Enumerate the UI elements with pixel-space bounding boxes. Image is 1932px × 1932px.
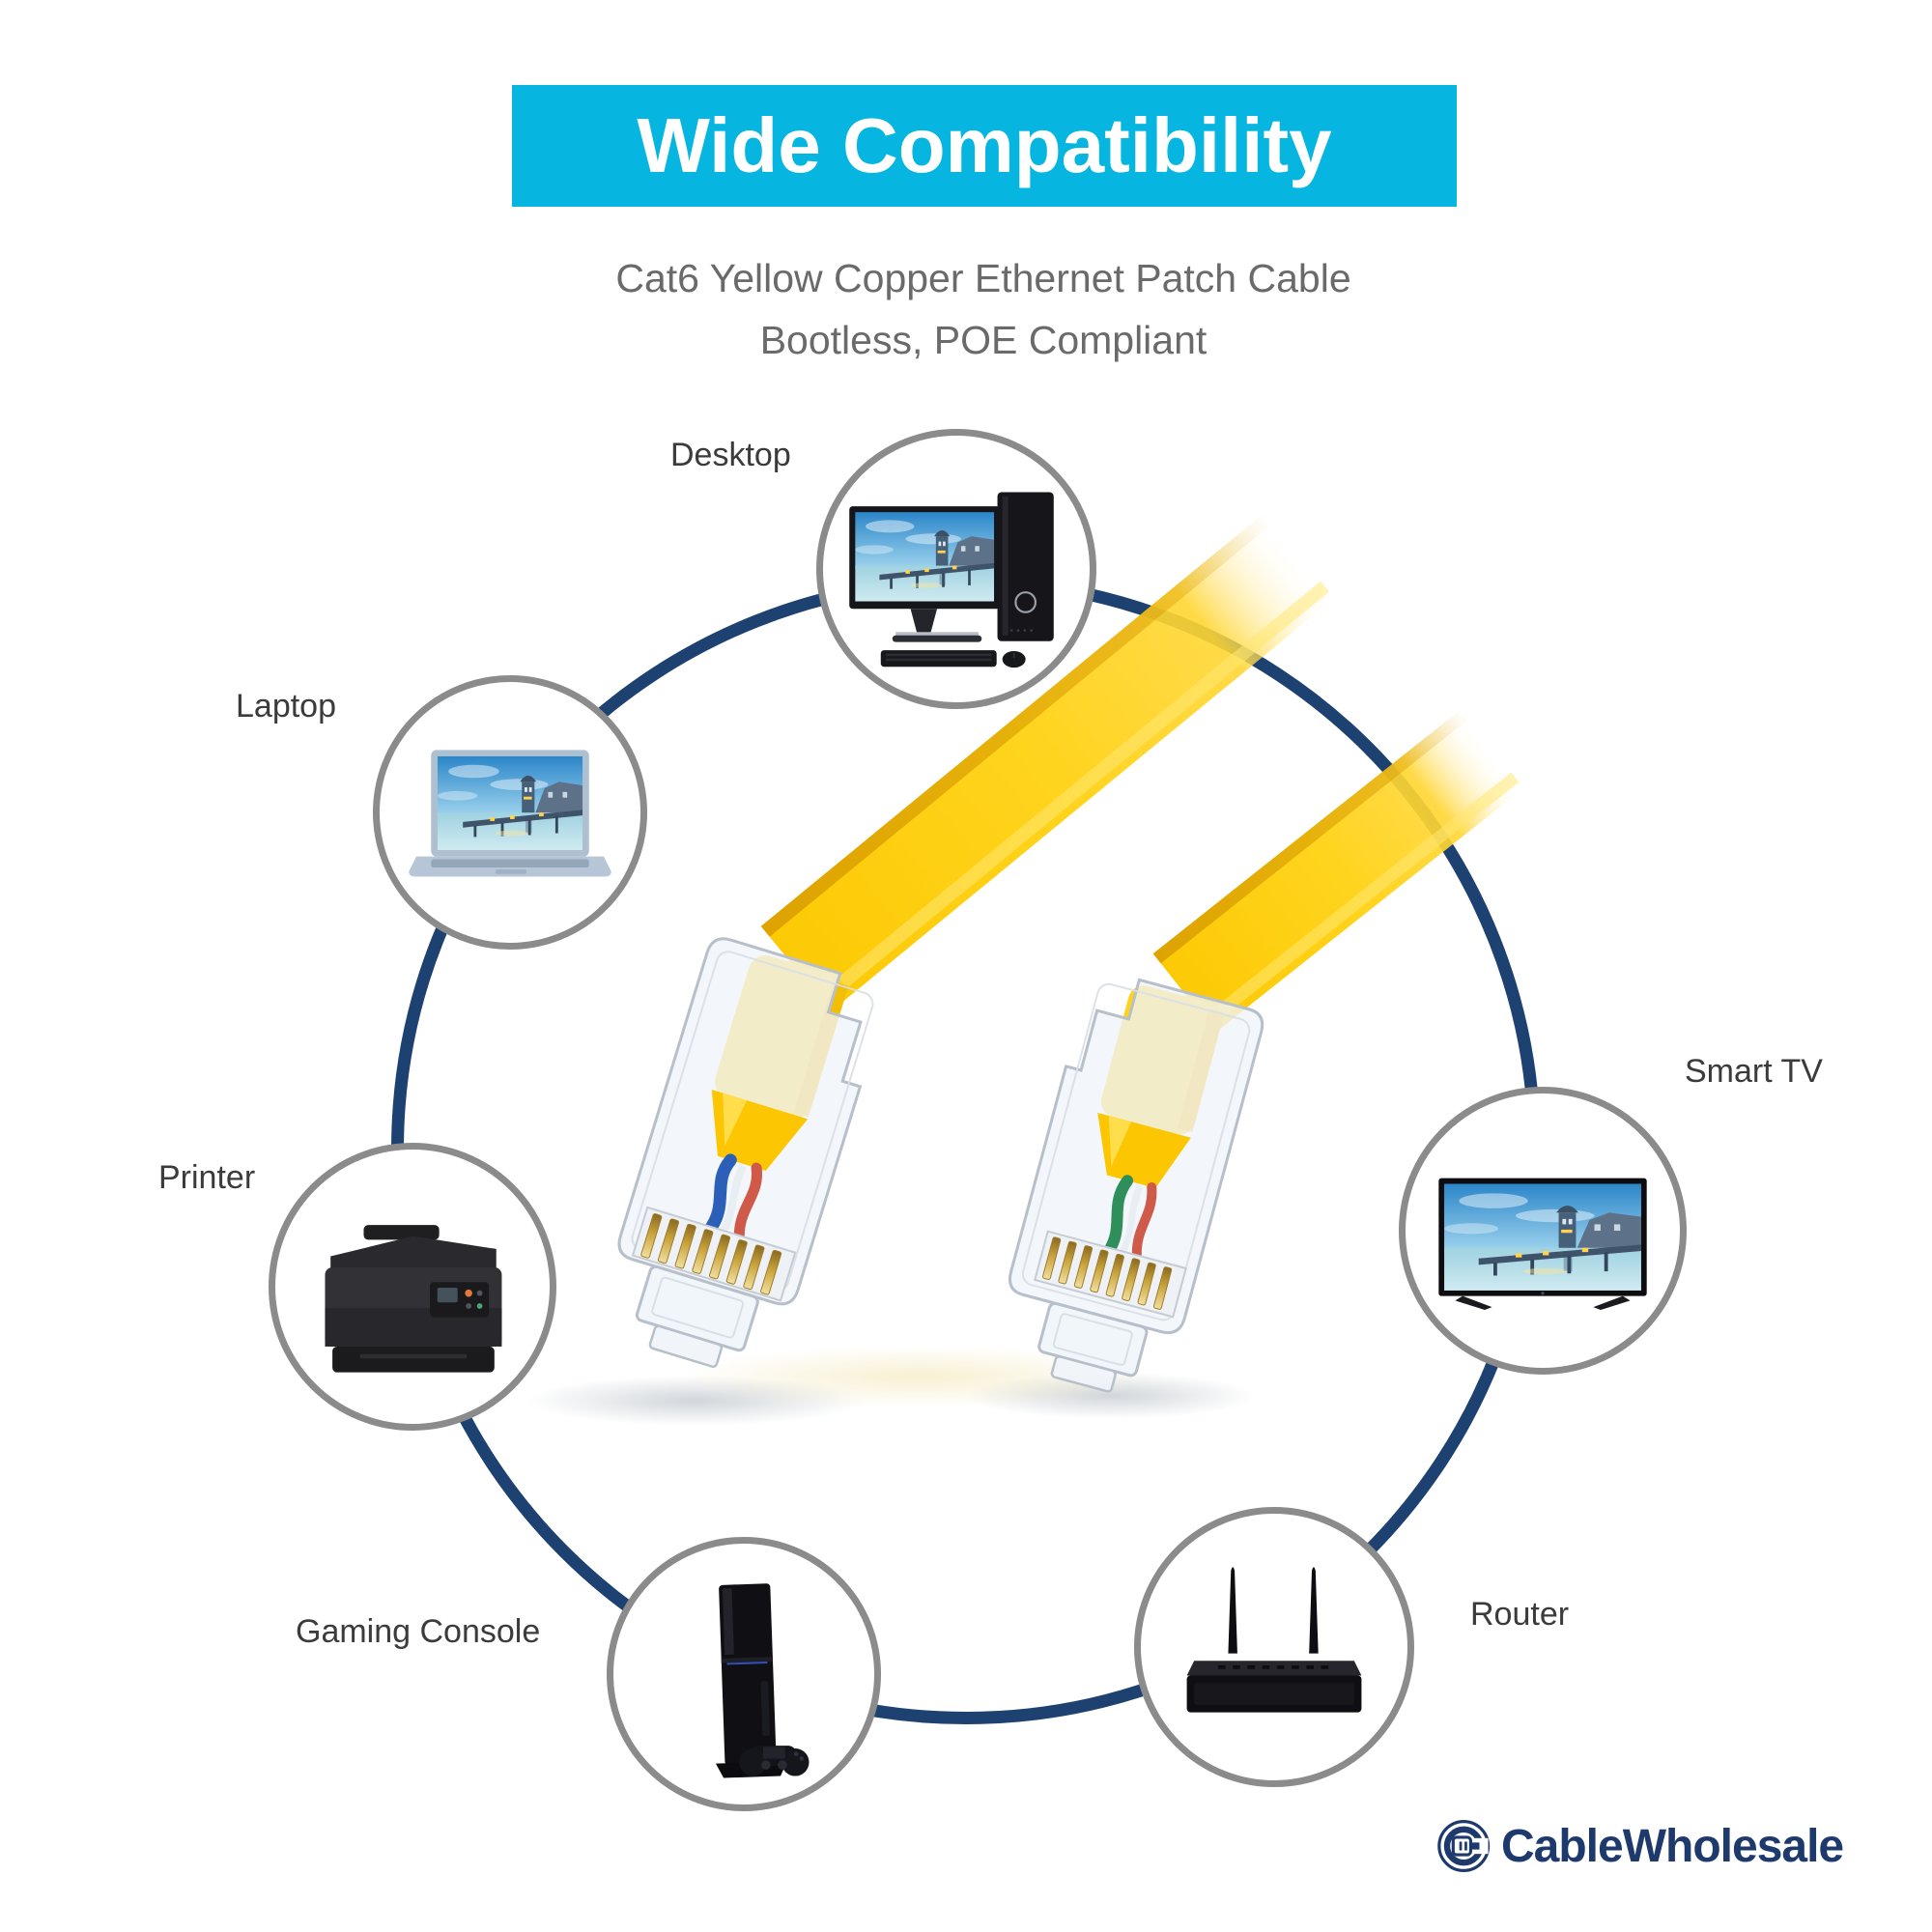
- product-subtitle: Cat6 Yellow Copper Ethernet Patch Cable …: [615, 247, 1350, 371]
- desktop-computer-icon: [849, 492, 1054, 668]
- device-label-gaming-console: Gaming Console: [296, 1613, 541, 1650]
- plug-in-circle-icon: [1437, 1820, 1491, 1872]
- reflection-warm: [676, 1346, 1159, 1407]
- smart-tv-icon: [1438, 1178, 1647, 1310]
- printer-icon: [325, 1225, 502, 1373]
- brand-logo-text: CableWholesale: [1501, 1820, 1844, 1872]
- device-label-laptop: Laptop: [236, 688, 336, 724]
- cable-product-image: [526, 512, 1524, 1426]
- controller: [739, 1746, 810, 1776]
- device-label-smart-tv: Smart TV: [1685, 1053, 1823, 1090]
- device-circle-laptop: [373, 675, 647, 950]
- device-circle-desktop: [816, 429, 1096, 709]
- page-title: Wide Compatibility: [637, 102, 1332, 188]
- device-label-router: Router: [1470, 1596, 1570, 1633]
- banner: Wide Compatibility: [512, 85, 1457, 207]
- brand-logo: CableWholesale: [1437, 1818, 1844, 1874]
- device-label-desktop: Desktop: [670, 437, 791, 473]
- wifi-router-icon: [1186, 1567, 1362, 1713]
- subtitle-line-1: Cat6 Yellow Copper Ethernet Patch Cable: [615, 256, 1351, 300]
- cable-left: [760, 512, 1335, 1012]
- laptop-icon: [409, 750, 611, 877]
- game-console-icon: [715, 1583, 810, 1778]
- device-circle-router: [1134, 1507, 1414, 1787]
- device-label-printer: Printer: [158, 1159, 256, 1196]
- cable-right: [1152, 709, 1524, 1033]
- subtitle-line-2: Bootless, POE Compliant: [759, 318, 1208, 362]
- device-circle-gaming-console: [607, 1537, 881, 1811]
- rj45-connector-right: [1008, 978, 1264, 1393]
- device-circle-printer: [269, 1143, 556, 1431]
- rj45-connector-left: [617, 937, 874, 1369]
- device-circle-smart-tv: [1399, 1087, 1687, 1375]
